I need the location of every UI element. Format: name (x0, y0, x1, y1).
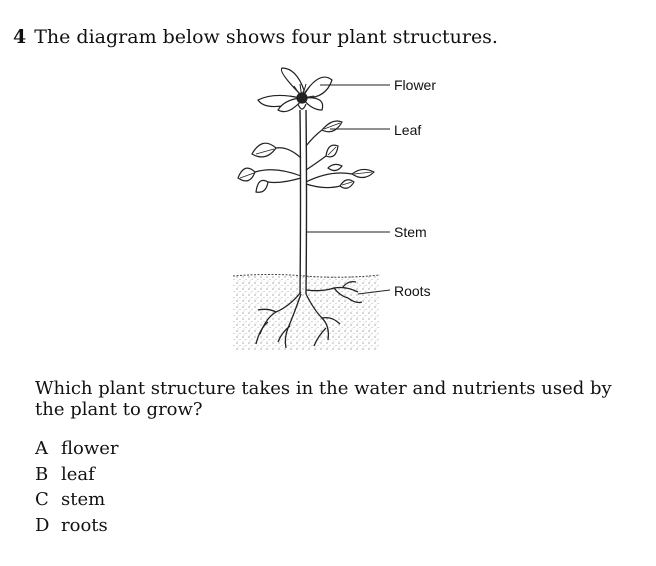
leaf (350, 168, 376, 179)
label-leaf: Leaf (394, 122, 422, 138)
leaf (251, 142, 277, 158)
branch-right-lower (305, 172, 353, 183)
leaf-veins (239, 122, 373, 186)
branch-right-upper (305, 129, 323, 147)
choice-text: stem (61, 489, 106, 510)
label-stem: Stem (394, 224, 427, 240)
roots (255, 280, 363, 349)
question-header: 4 The diagram below shows four plant stru… (13, 24, 498, 50)
roots-leader (357, 289, 391, 295)
choice-text: flower (61, 438, 119, 459)
plant-illustration (232, 67, 391, 350)
branch-right-low2 (305, 183, 341, 189)
flower-base (297, 103, 307, 110)
soil-surface (232, 274, 381, 278)
choice-text: roots (61, 514, 108, 536)
branch-left-low2 (267, 177, 302, 184)
question-text: Which plant structure takes in the water… (35, 378, 612, 420)
petal (303, 97, 324, 111)
choice-text: leaf (61, 463, 95, 485)
leaf (327, 163, 343, 172)
petal (280, 67, 305, 98)
petal (303, 76, 333, 99)
branch-right-mid (305, 155, 327, 171)
choice-letter: B (35, 463, 49, 485)
choice-letter: C (35, 489, 49, 510)
choice-letter: D (35, 514, 50, 536)
leader-lines (307, 84, 391, 295)
label-roots: Roots (394, 283, 431, 299)
leaves (237, 120, 376, 193)
leaf (255, 179, 269, 193)
stem (299, 109, 308, 295)
flower (257, 67, 333, 113)
question-number: 4 (13, 26, 27, 48)
leaf (339, 179, 355, 189)
leaf (237, 167, 256, 182)
choice-letter: A (35, 438, 48, 459)
branch-left-upper (275, 147, 302, 159)
label-flower: Flower (394, 77, 437, 93)
question-intro: The diagram below shows four plant struc… (34, 26, 498, 48)
plant-diagram: Flower Leaf Stem Roots (230, 66, 450, 356)
branch-left-lower (254, 169, 302, 177)
petal (277, 97, 303, 113)
